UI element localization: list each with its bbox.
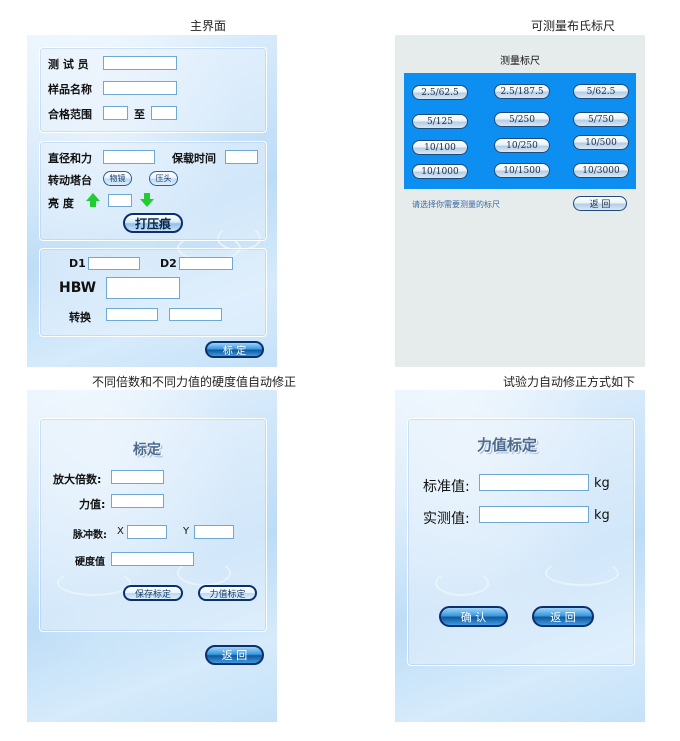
decorative-swirl xyxy=(217,225,261,251)
save-calibration-button[interactable]: 保存标定 xyxy=(123,585,183,601)
scale-button[interactable]: 5/750 xyxy=(573,112,629,127)
hbw-label: HBW xyxy=(59,280,97,296)
standard-value-label: 标准值: xyxy=(423,479,470,495)
scale-select-screen: 测量标尺 2.5/62.5 2.5/187.5 5/62.5 5/125 5/2… xyxy=(395,35,645,367)
calibrate-button[interactable]: 标 定 xyxy=(205,341,264,358)
magnification-input[interactable] xyxy=(111,470,164,484)
brightness-up-icon-stem xyxy=(90,201,96,207)
range-label: 合格范围 xyxy=(48,108,92,121)
d1-label: D1 xyxy=(69,257,86,270)
scale-button[interactable]: 10/500 xyxy=(573,135,629,150)
range-to-label: 至 xyxy=(134,108,145,121)
calibration-back-button[interactable]: 返 回 xyxy=(205,645,264,665)
diameter-force-label: 直径和力 xyxy=(48,152,92,165)
diameter-force-input[interactable] xyxy=(103,150,155,164)
force-calibration-screen: 力值标定 标准值: kg 实测值: kg 确 认 返 回 xyxy=(395,390,645,722)
magnification-label: 放大倍数: xyxy=(53,473,102,486)
objective-button[interactable]: 物镜 xyxy=(103,171,132,186)
force-calibration-title: 力值标定 xyxy=(477,436,538,454)
scale-back-button[interactable]: 返 回 xyxy=(573,196,627,211)
hold-time-label: 保载时间 xyxy=(172,152,216,165)
scale-button[interactable]: 5/125 xyxy=(412,114,468,129)
scale-button[interactable]: 5/62.5 xyxy=(573,84,629,99)
scale-button[interactable]: 10/100 xyxy=(412,140,468,155)
sample-name-label: 样品名称 xyxy=(48,83,92,96)
scale-button[interactable]: 10/250 xyxy=(494,138,550,153)
measured-value-input[interactable] xyxy=(479,506,589,523)
force-calibration-panel xyxy=(407,418,635,666)
measured-unit-label: kg xyxy=(594,508,610,523)
brightness-input[interactable] xyxy=(108,194,132,207)
hardness-label: 硬度值 xyxy=(75,557,105,568)
caption-main-screen: 主界面 xyxy=(190,19,227,33)
indenter-button[interactable]: 压头 xyxy=(149,171,178,186)
caption-calibration-screen: 不同倍数和不同力值的硬度值自动修正 xyxy=(92,375,297,389)
calibration-title: 标定 xyxy=(133,442,161,458)
pulse-y-label: Y xyxy=(183,526,190,537)
convert-label: 转换 xyxy=(69,311,91,324)
pulse-x-input[interactable] xyxy=(127,525,167,539)
sample-name-input[interactable] xyxy=(103,81,177,95)
turret-label: 转动塔台 xyxy=(48,174,92,187)
force-calibration-button[interactable]: 力值标定 xyxy=(198,585,257,601)
measured-value-label: 实测值: xyxy=(423,511,470,527)
caption-scale-screen: 可测量布氏标尺 xyxy=(531,19,616,33)
force-value-input[interactable] xyxy=(111,494,164,508)
hbw-output xyxy=(106,277,180,299)
scale-dialog-title: 测量标尺 xyxy=(500,56,540,67)
calibration-screen: 标定 放大倍数: 力值: 脉冲数: X Y 硬度值 保存标定 力值标定 返 回 xyxy=(27,390,277,722)
brightness-down-icon[interactable] xyxy=(140,199,154,207)
pulse-count-label: 脉冲数: xyxy=(73,530,107,541)
scale-hint-text: 请选择你需要测量的标尺 xyxy=(412,200,500,209)
hold-time-input[interactable] xyxy=(225,150,258,164)
decorative-swirl xyxy=(57,570,131,596)
press-indentation-button[interactable]: 打压痕 xyxy=(123,213,183,233)
force-back-button[interactable]: 返 回 xyxy=(532,606,594,627)
convert-scale-input[interactable] xyxy=(106,308,158,321)
confirm-button[interactable]: 确 认 xyxy=(439,606,508,627)
main-screen: 测 试 员 样品名称 合格范围 至 直径和力 保载时间 转动塔台 物镜 压头 亮… xyxy=(27,35,277,367)
scale-button[interactable]: 5/250 xyxy=(494,112,550,127)
pulse-x-label: X xyxy=(117,526,124,537)
brightness-up-icon[interactable] xyxy=(86,193,100,201)
scale-button[interactable]: 2.5/62.5 xyxy=(412,85,468,100)
tester-label: 测 试 员 xyxy=(48,58,89,71)
scale-button[interactable]: 10/3000 xyxy=(573,163,629,178)
range-max-input[interactable] xyxy=(151,106,177,120)
d1-input[interactable] xyxy=(88,257,140,270)
convert-value-output xyxy=(169,308,222,321)
d2-label: D2 xyxy=(160,257,177,270)
scale-button[interactable]: 10/1000 xyxy=(412,164,468,179)
range-min-input[interactable] xyxy=(103,106,128,120)
tester-input[interactable] xyxy=(103,56,177,70)
scale-button[interactable]: 10/1500 xyxy=(494,163,550,178)
decorative-swirl xyxy=(435,570,489,596)
brightness-label: 亮 度 xyxy=(48,197,74,210)
pulse-y-input[interactable] xyxy=(194,525,234,539)
caption-force-screen: 试验力自动修正方式如下 xyxy=(503,375,636,389)
d2-input[interactable] xyxy=(179,257,233,270)
scale-button[interactable]: 2.5/187.5 xyxy=(494,84,550,99)
force-value-label: 力值: xyxy=(79,498,106,511)
brightness-down-icon-stem xyxy=(144,193,150,199)
decorative-swirl xyxy=(545,560,619,586)
standard-unit-label: kg xyxy=(594,476,610,491)
hardness-input[interactable] xyxy=(111,552,194,566)
standard-value-input[interactable] xyxy=(479,474,589,491)
